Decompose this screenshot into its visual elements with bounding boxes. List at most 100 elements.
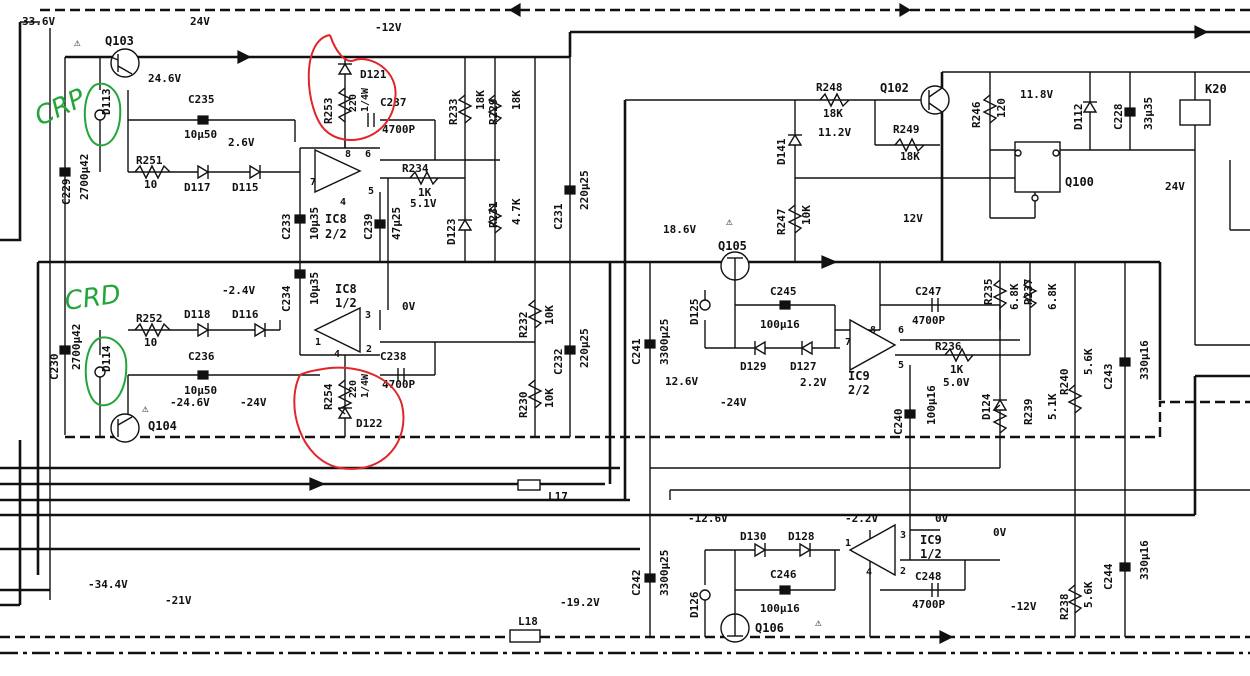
svg-text:R231: R231 (487, 201, 500, 228)
ic9-upper-sub: 2/2 (848, 383, 870, 397)
svg-text:5.0V: 5.0V (943, 376, 970, 389)
svg-text:6.8K: 6.8K (1046, 283, 1059, 310)
svg-text:4700P: 4700P (912, 598, 945, 611)
svg-text:-24.6V: -24.6V (170, 396, 210, 409)
svg-text:2700μ42: 2700μ42 (78, 154, 91, 200)
svg-text:10μ50: 10μ50 (184, 384, 217, 397)
svg-text:C229: C229 (60, 179, 73, 206)
svg-text:R247: R247 (775, 209, 788, 236)
svg-text:220: 220 (348, 380, 359, 398)
svg-text:R236: R236 (935, 340, 962, 353)
q106-label: Q106 (755, 621, 784, 635)
svg-text:2: 2 (900, 566, 906, 577)
svg-text:1: 1 (845, 538, 851, 549)
transistor-q104: Q104 ⚠ (110, 402, 177, 443)
svg-text:18K: 18K (900, 150, 920, 163)
svg-text:24V: 24V (190, 15, 210, 28)
svg-text:C238: C238 (380, 350, 407, 363)
svg-text:C240: C240 (892, 409, 905, 436)
ic9-lower-sub: 1/2 (920, 547, 942, 561)
svg-text:C244: C244 (1102, 563, 1115, 590)
svg-text:D141: D141 (775, 138, 788, 165)
svg-text:100μ16: 100μ16 (760, 602, 800, 615)
svg-text:2700μ42: 2700μ42 (70, 324, 83, 370)
svg-text:C243: C243 (1102, 364, 1115, 391)
svg-text:D125: D125 (688, 299, 701, 326)
svg-text:11.8V: 11.8V (1020, 88, 1053, 101)
q100-label: Q100 (1065, 175, 1094, 189)
svg-text:-2.2V: -2.2V (845, 512, 878, 525)
red-markup-circles (293, 34, 405, 470)
voltage-labels: 33.6V 24V -12V 24.6V 2.6V 5.1V -2.4V 0V … (22, 15, 1185, 613)
svg-text:C235: C235 (188, 93, 215, 106)
svg-text:10K: 10K (800, 205, 813, 225)
svg-text:1/4W: 1/4W (360, 87, 371, 112)
svg-text:D123: D123 (445, 219, 458, 246)
svg-text:R237: R237 (1022, 279, 1035, 306)
crd-note: CRD (63, 279, 123, 317)
svg-text:1/4W: 1/4W (360, 373, 371, 398)
svg-text:33μ35: 33μ35 (1142, 97, 1155, 130)
ic9-lower-label: IC9 (920, 533, 942, 547)
svg-text:-12V: -12V (375, 21, 402, 34)
transistor-q106: Q106 ⚠ (720, 613, 822, 643)
q102-label: Q102 (880, 81, 909, 95)
svg-text:-24V: -24V (240, 396, 267, 409)
svg-text:8: 8 (345, 149, 351, 160)
svg-text:D112: D112 (1072, 104, 1085, 131)
transistor-q103: Q103 ⚠ (74, 34, 140, 78)
svg-text:5: 5 (898, 360, 904, 371)
svg-text:18K: 18K (474, 90, 487, 110)
svg-text:18.6V: 18.6V (663, 223, 696, 236)
svg-text:C234: C234 (280, 285, 293, 312)
svg-text:10μ50: 10μ50 (184, 128, 217, 141)
svg-text:10K: 10K (543, 388, 556, 408)
svg-text:3: 3 (900, 530, 906, 541)
ic8-upper-sub: 2/2 (325, 227, 347, 241)
opamp-ic9-lower: 3 2 1 4 IC9 1/2 (845, 523, 942, 578)
svg-text:-2.4V: -2.4V (222, 284, 255, 297)
svg-text:C231: C231 (552, 203, 565, 230)
warning-icon: ⚠ (142, 402, 149, 415)
svg-text:-12.6V: -12.6V (688, 512, 728, 525)
svg-text:4.7K: 4.7K (510, 198, 523, 225)
svg-text:5.1K: 5.1K (1046, 393, 1059, 420)
svg-text:D127: D127 (790, 360, 817, 373)
svg-text:C248: C248 (915, 570, 942, 583)
svg-text:D126: D126 (688, 591, 701, 618)
svg-text:D129: D129 (740, 360, 767, 373)
svg-text:2.2V: 2.2V (800, 376, 827, 389)
svg-text:D117: D117 (184, 181, 211, 194)
svg-text:0V: 0V (935, 512, 949, 525)
svg-text:10μ35: 10μ35 (308, 272, 321, 305)
svg-text:C241: C241 (630, 338, 643, 365)
svg-text:3: 3 (365, 310, 371, 321)
warning-icon: ⚠ (815, 616, 822, 629)
svg-text:5.6K: 5.6K (1082, 348, 1095, 375)
svg-text:1K: 1K (950, 363, 964, 376)
svg-text:220μ25: 220μ25 (578, 170, 591, 210)
svg-text:C232: C232 (552, 349, 565, 376)
svg-text:18K: 18K (823, 107, 843, 120)
svg-text:8: 8 (870, 325, 876, 336)
svg-text:C242: C242 (630, 570, 643, 597)
svg-text:330μ16: 330μ16 (1138, 540, 1151, 580)
svg-text:R252: R252 (136, 312, 163, 325)
svg-text:R251: R251 (136, 154, 163, 167)
svg-text:R253: R253 (322, 98, 335, 125)
svg-text:10: 10 (144, 178, 157, 191)
svg-text:R235: R235 (982, 279, 995, 306)
svg-text:12V: 12V (903, 212, 923, 225)
svg-text:12.6V: 12.6V (665, 375, 698, 388)
svg-text:18K: 18K (510, 90, 523, 110)
svg-text:220μ25: 220μ25 (578, 328, 591, 368)
svg-text:5.1V: 5.1V (410, 197, 437, 210)
svg-text:7: 7 (310, 177, 316, 188)
svg-text:6.8K: 6.8K (1008, 283, 1021, 310)
svg-text:100μ16: 100μ16 (925, 385, 938, 425)
svg-text:4700P: 4700P (382, 378, 415, 391)
svg-text:4: 4 (866, 567, 872, 578)
svg-text:5.6K: 5.6K (1082, 581, 1095, 608)
svg-text:C246: C246 (770, 568, 797, 581)
